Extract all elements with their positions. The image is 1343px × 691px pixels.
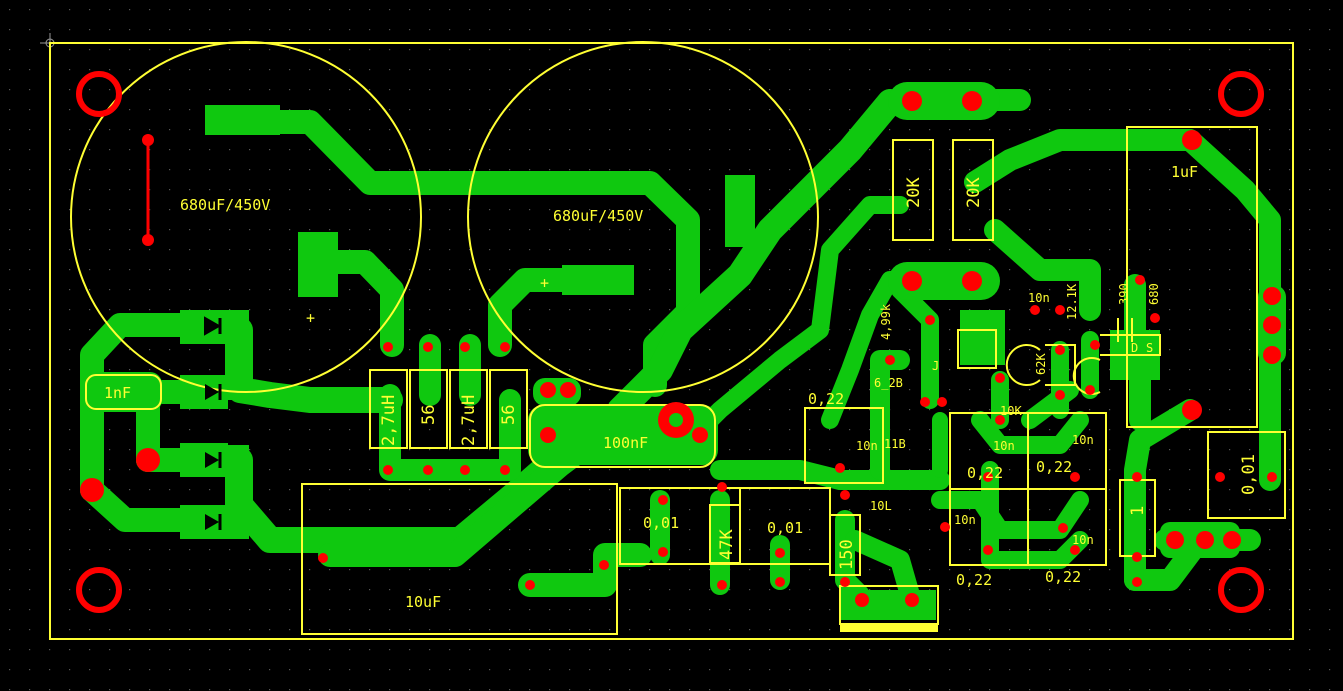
label-10n-d: 10n: [954, 513, 976, 527]
label-10k: 10K: [1000, 404, 1022, 418]
label-10n-b: 10n: [993, 439, 1015, 453]
label-d: D: [1131, 341, 1138, 355]
label-c1: 680uF/450V: [180, 196, 270, 214]
label-10n-a: 10n: [856, 439, 878, 453]
label-62b: 6_2B: [874, 376, 903, 390]
cap-1nf-outline: [85, 374, 162, 410]
cap-10uf-outline: [301, 483, 618, 635]
board-outline: [49, 42, 1294, 640]
label-j: J: [932, 359, 939, 373]
label-20k-a: 20K: [904, 177, 924, 208]
silkscreen-labels: 680uF/450V 680uF/450V + + 1nF 2,7uH 56 2…: [104, 163, 1259, 611]
label-022-top: 0,22: [808, 390, 844, 408]
mounting-hole-bottom-right: [1218, 567, 1264, 613]
label-1nf: 1nF: [104, 384, 131, 402]
label-l2: 2,7uH: [459, 395, 479, 446]
label-r1: 56: [419, 405, 439, 425]
label-150: 150: [837, 539, 857, 570]
label-001-a: 0,01: [643, 514, 679, 532]
label-680: 680: [1147, 283, 1161, 305]
silkscreen: [70, 41, 1286, 635]
mounting-hole-top-left: [76, 71, 122, 117]
capacitor-c1-outline: [70, 41, 422, 393]
cap-100nf-outline: [529, 404, 716, 468]
label-022-a: 0,22: [967, 464, 1003, 482]
label-20k-b: 20K: [964, 177, 984, 208]
diode-bridge: [204, 316, 222, 530]
label-12-1k: 12.1K: [1065, 283, 1079, 320]
label-10uf: 10uF: [405, 593, 441, 611]
copper-traces: [80, 89, 1281, 605]
label-022-b: 0,22: [1036, 458, 1072, 476]
label-022-c: 0,22: [956, 571, 992, 589]
cap-1uf-outline: [1126, 126, 1258, 428]
label-10n-c: 10n: [1072, 433, 1094, 447]
label-plus-a: +: [306, 309, 315, 327]
label-001-b: 0,01: [767, 519, 803, 537]
vias: [318, 275, 1277, 590]
label-10n-e: 10n: [1072, 533, 1094, 547]
label-100nf: 100nF: [603, 434, 648, 452]
label-plus-b: +: [540, 274, 549, 292]
label-1uf: 1uF: [1171, 163, 1198, 181]
label-62k: 62K: [1034, 353, 1048, 375]
label-1: 1: [1128, 506, 1148, 516]
label-s: S: [1146, 341, 1153, 355]
label-001-c: 0,01: [1239, 454, 1259, 495]
label-10n-f: 10n: [1028, 291, 1050, 305]
mounting-hole-bottom-left: [76, 567, 122, 613]
label-c2: 680uF/450V: [553, 207, 643, 225]
label-r2: 56: [499, 405, 519, 425]
label-022-d: 0,22: [1045, 568, 1081, 586]
label-499k: 4,99k: [879, 303, 893, 340]
capacitor-c2-outline: [467, 41, 819, 393]
label-l1: 2,7uH: [379, 395, 399, 446]
drill-holes: [76, 71, 1281, 613]
label-10l: 10L: [870, 499, 892, 513]
mounting-hole-top-right: [1218, 71, 1264, 117]
label-47k: 47K: [717, 529, 737, 560]
label-390: 390: [1117, 283, 1131, 305]
label-11b: 11B: [884, 437, 906, 451]
